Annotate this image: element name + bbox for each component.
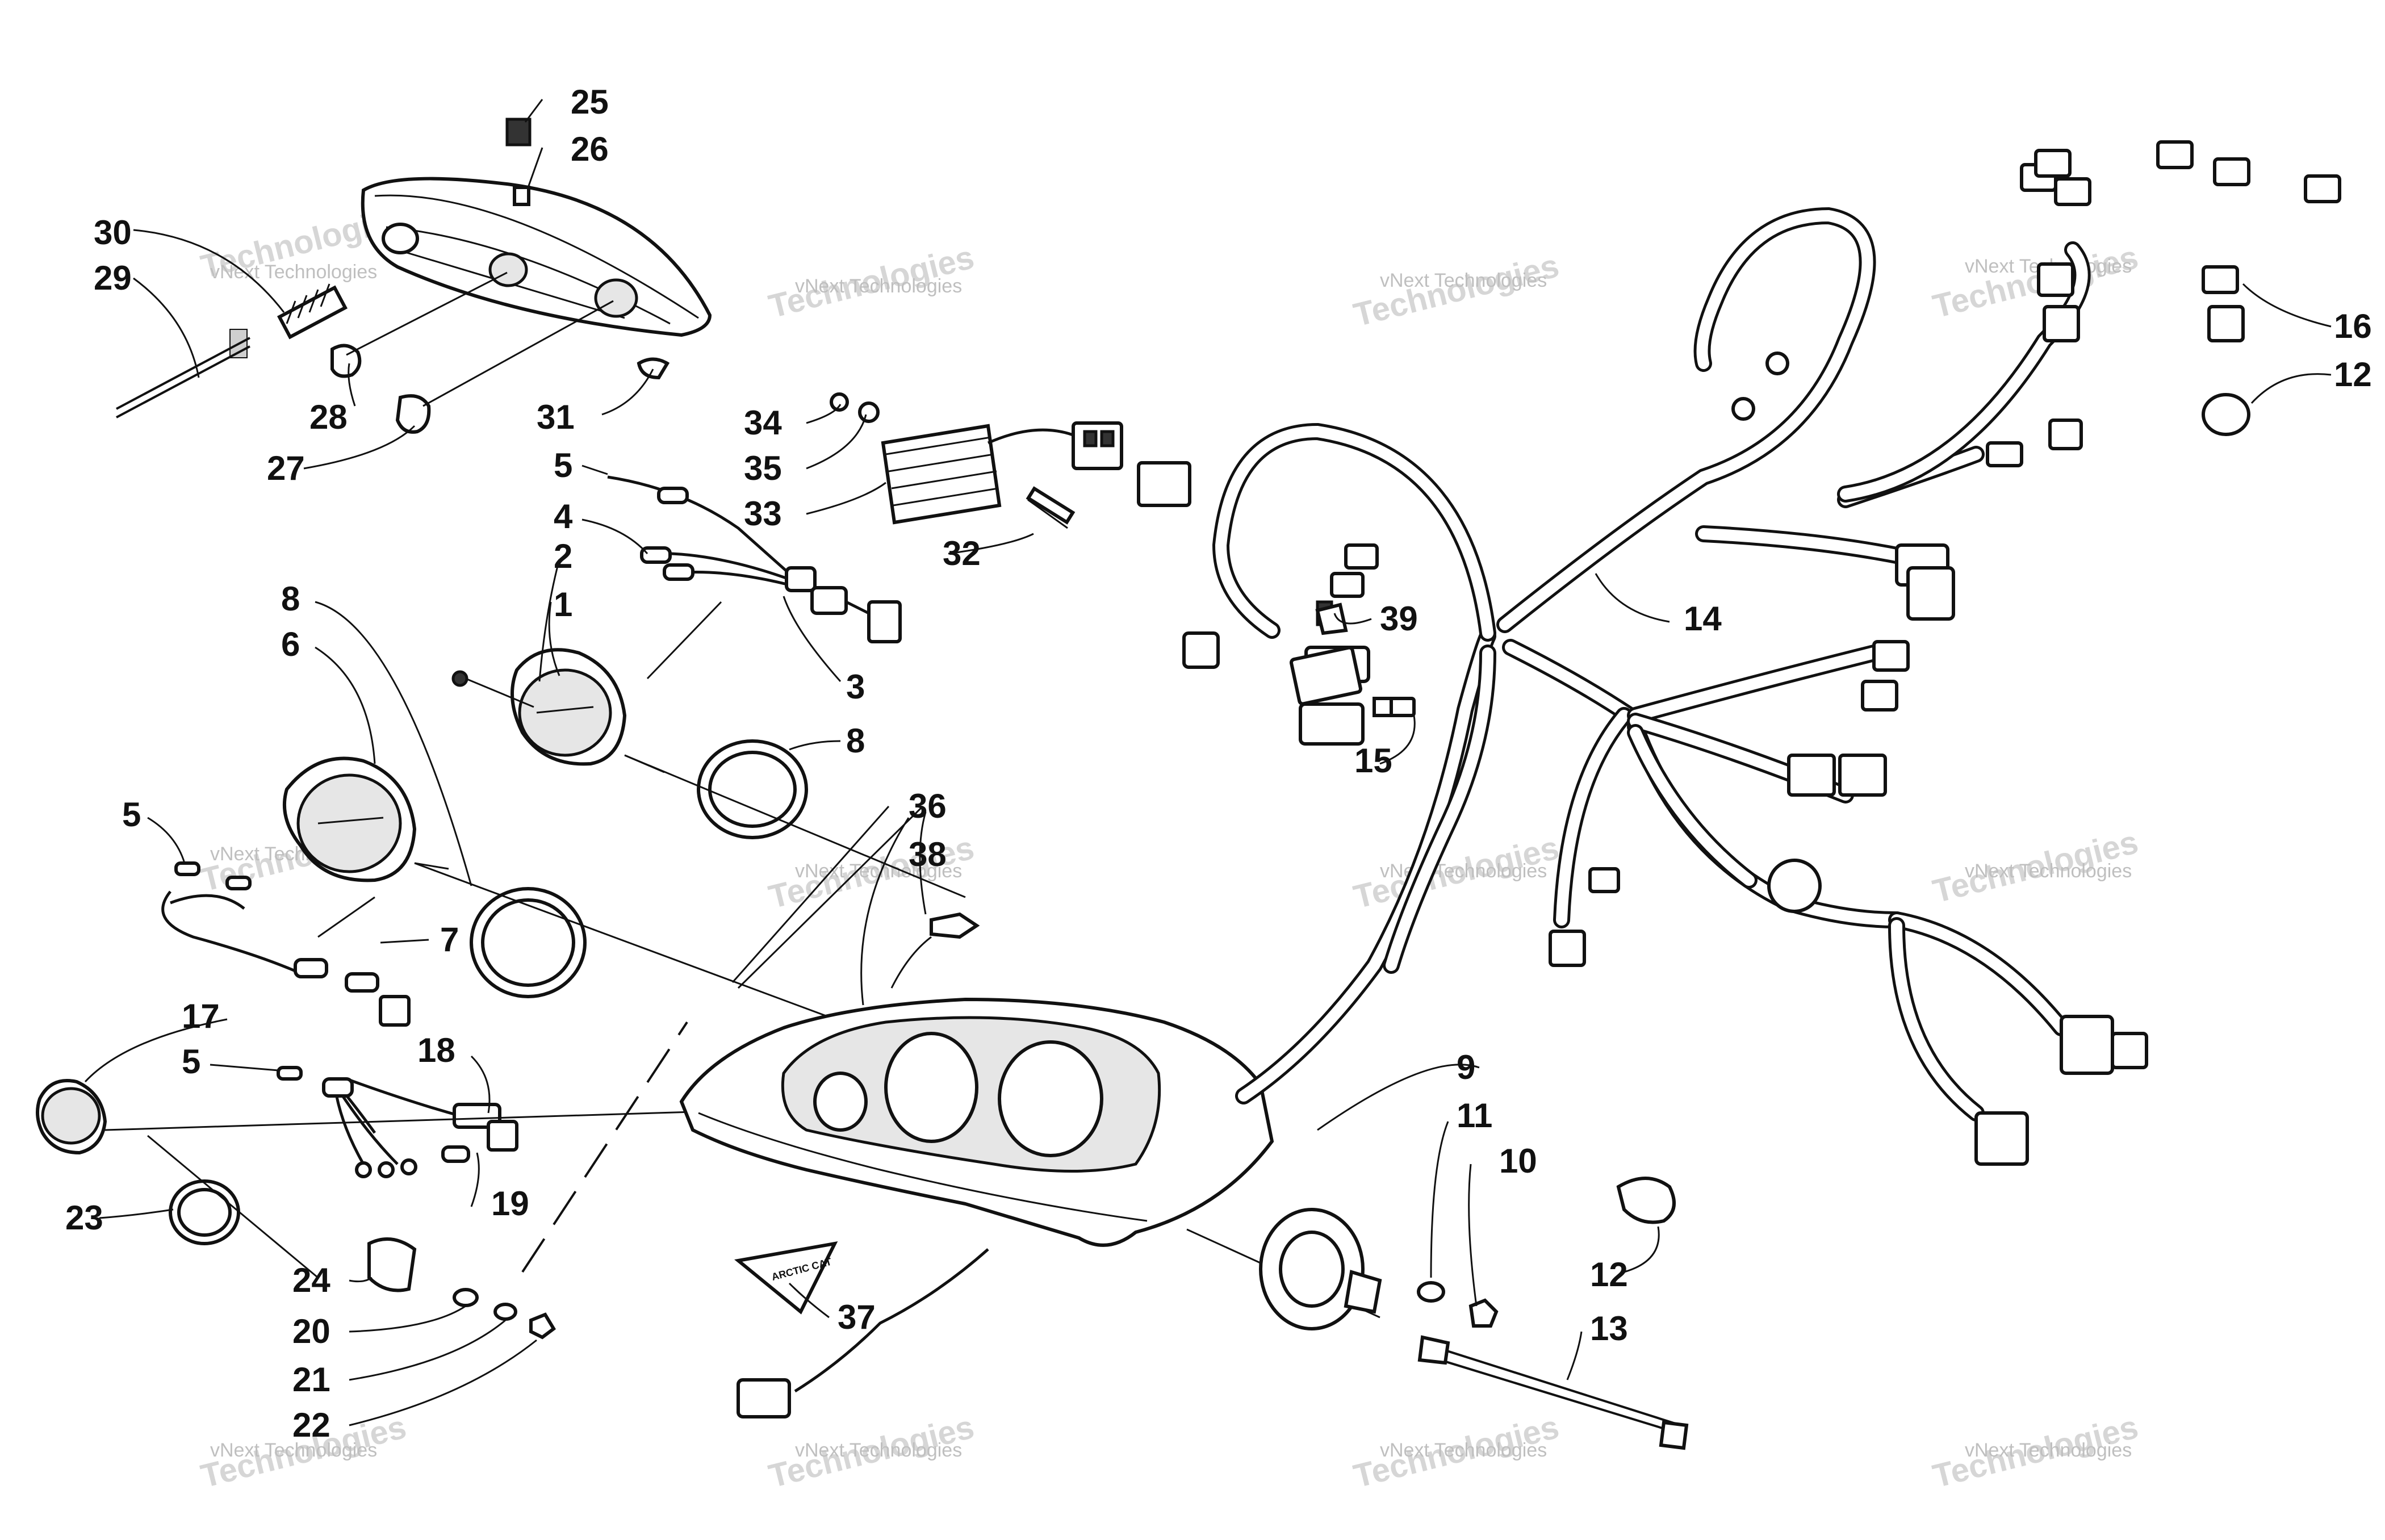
gauge-6: [282, 756, 449, 882]
watermark: vNext Technologies: [1965, 1439, 2132, 1461]
callout-28: 28: [309, 398, 348, 436]
speedo-drive: [1259, 393, 2250, 1450]
watermark: vNext Technologies: [1380, 270, 1547, 291]
callout-3: 3: [846, 668, 865, 706]
callout-12a: 12: [1590, 1256, 1628, 1294]
callout-4: 4: [554, 497, 573, 535]
dash-panel: [679, 912, 1274, 1247]
callout-37: 37: [838, 1298, 876, 1336]
callout-16: 16: [2334, 307, 2372, 345]
leader-lines: [84, 99, 2332, 1426]
callout-20: 20: [292, 1312, 330, 1350]
callout-32: 32: [943, 534, 981, 572]
callout-30: 30: [94, 214, 132, 252]
watermark: vNext Technologies: [1965, 860, 2132, 882]
callout-7: 7: [440, 920, 459, 959]
callout-1: 1: [554, 585, 572, 623]
callout-31: 31: [537, 398, 575, 436]
callout-8b: 8: [281, 580, 300, 618]
callout-19: 19: [491, 1185, 529, 1223]
callout-35: 35: [744, 449, 782, 487]
callout-2: 2: [554, 537, 572, 575]
callout-6: 6: [281, 625, 300, 663]
gauge-rings: [169, 739, 808, 1245]
callout-11: 11: [1457, 1097, 1492, 1135]
decal-37: ARCTIC CAT: [734, 1241, 838, 1315]
gauge-harnesses: [161, 475, 902, 1178]
callout-25: 25: [571, 83, 609, 121]
gauge-17: [36, 1079, 556, 1340]
callout-10: 10: [1499, 1142, 1537, 1180]
callout-5a: 5: [554, 446, 572, 484]
callout-18: 18: [417, 1031, 455, 1069]
watermark: vNext Technologies: [795, 1439, 962, 1461]
watermark: vNext Technologies: [210, 1439, 377, 1461]
watermark: vNext Technologies: [1380, 1439, 1547, 1461]
callout-27: 27: [267, 449, 305, 487]
callout-23: 23: [65, 1199, 103, 1237]
callout-29: 29: [94, 259, 132, 297]
callout-13: 13: [1590, 1309, 1628, 1348]
callout-21: 21: [292, 1361, 330, 1399]
callout-26: 26: [571, 130, 609, 168]
main-harness: [1182, 140, 2341, 1166]
watermark: vNext Technologies: [795, 275, 962, 297]
callout-9: 9: [1457, 1048, 1475, 1086]
callout-34: 34: [744, 404, 782, 442]
callout-24: 24: [292, 1261, 330, 1299]
callout-33: 33: [744, 495, 782, 533]
callout-14: 14: [1684, 600, 1722, 638]
watermark: vNext Technologies: [1380, 860, 1547, 882]
callout-5b: 5: [122, 796, 141, 834]
lower-lead: [737, 1248, 989, 1418]
callout-15: 15: [1354, 742, 1392, 780]
watermarks: Technologies vNext Technologies Technolo…: [197, 199, 2141, 1495]
callout-8a: 8: [846, 722, 865, 760]
callouts: 25 26 30 29 28 27 31 34 35 33 32 5 4 2 1…: [65, 83, 2372, 1444]
gauge-1: [451, 648, 665, 773]
callout-38: 38: [909, 835, 947, 873]
callout-12b: 12: [2334, 355, 2372, 394]
watermark-big: Technologies: [1929, 238, 2141, 325]
callout-39: 39: [1380, 600, 1418, 638]
callout-36: 36: [909, 787, 947, 825]
watermark: vNext Technologies: [210, 261, 377, 283]
regulator: [830, 392, 1191, 529]
callout-5c: 5: [182, 1043, 200, 1081]
callout-17: 17: [182, 997, 220, 1035]
headlight-assembly: [116, 118, 712, 434]
callout-22: 22: [292, 1406, 330, 1444]
